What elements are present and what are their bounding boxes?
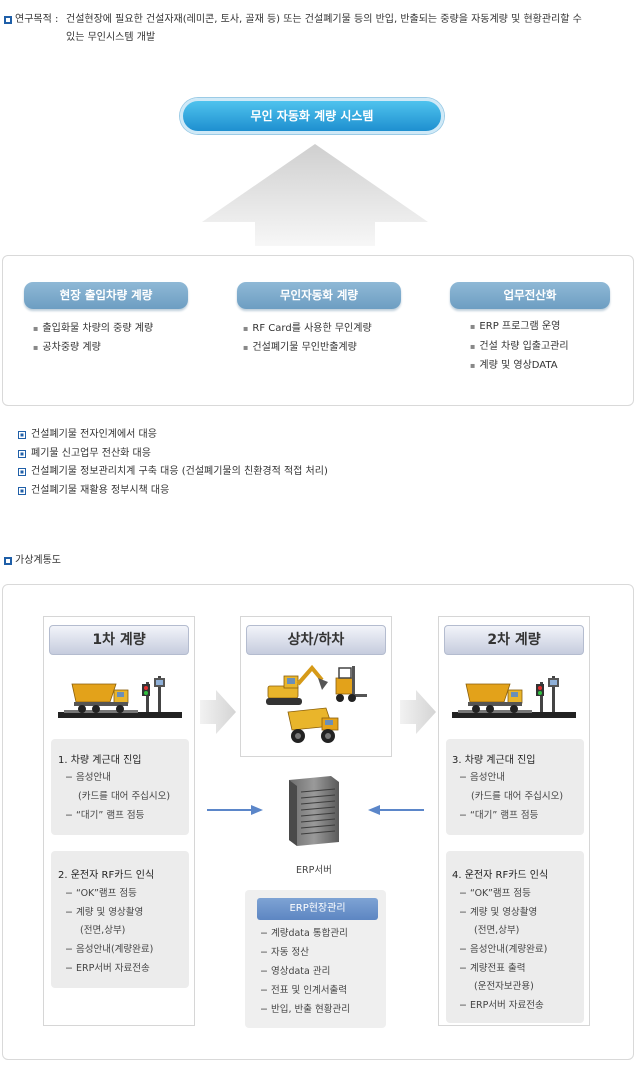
construction-equipment-icon	[266, 664, 367, 743]
response-item: 건설폐기물 전자인계에서 대응	[31, 429, 157, 440]
up-arrow-icon	[202, 144, 428, 246]
step4-item: − “OK”램프 점등	[459, 888, 531, 899]
section-marker-icon	[4, 557, 12, 565]
step4-box	[446, 851, 584, 1023]
category-pill-computerization: 업무전산화	[450, 282, 610, 309]
dump-truck-scale-icon	[58, 676, 182, 718]
category-pill-unmanned: 무인자동화 계량	[237, 282, 401, 309]
step2-title: 2. 운전자 RF카드 인식	[58, 870, 155, 881]
list-bullet-icon	[18, 431, 26, 439]
step4-item: (전면,상부)	[474, 925, 520, 936]
step2-item: − “OK”램프 점등	[65, 888, 137, 899]
erp-item: − 전표 및 인계서출력	[260, 985, 347, 996]
step3-item: − “대기” 램프 점등	[459, 810, 539, 821]
response-item: 건설폐기물 정보관리치계 구축 대응 (건설폐기물의 친환경적 적접 처리)	[31, 466, 328, 477]
category-pill-site-vehicle: 현장 출입차량 계량	[24, 282, 188, 309]
step3-item: − 음성안내	[459, 772, 505, 783]
category-item: ERP 프로그램 운영	[470, 317, 560, 336]
second-weighing-header: 2차 계량	[444, 625, 584, 655]
server-icon	[289, 776, 339, 846]
section2-title: 가상계통도	[15, 555, 61, 566]
step4-item: − ERP서버 자료전송	[459, 1000, 544, 1011]
server-label: ERP서버	[296, 865, 332, 876]
step1-item: − “대기” 램프 점등	[65, 810, 145, 821]
flow-arrow-right-icon	[400, 690, 436, 734]
erp-item: − 영상data 관리	[260, 966, 331, 977]
step2-item: − 음성안내(계량완료)	[65, 944, 154, 955]
purpose-line1: 건설현장에 필요한 건설자재(레미콘, 토사, 골재 등) 또는 건설폐기물 등…	[66, 14, 582, 25]
step1-title: 1. 차량 계근대 진입	[58, 755, 142, 766]
step1-item: (카드를 대어 주십시오)	[78, 791, 171, 802]
step4-item: − 음성안내(계량완료)	[459, 944, 548, 955]
response-item: 건설폐기물 재활용 정부시책 대응	[31, 485, 170, 496]
category-item: 건설폐기물 무인반출계량	[243, 338, 356, 357]
step3-title: 3. 차량 계근대 진입	[452, 755, 536, 766]
step4-item: − 계량전표 출력	[459, 963, 526, 974]
loading-header: 상차/하차	[246, 625, 386, 655]
arrow-to-server-icon	[368, 805, 424, 815]
purpose-line2: 있는 무인시스템 개발	[66, 32, 156, 43]
arrow-to-server-icon	[207, 805, 263, 815]
erp-item: − 계량data 통합관리	[260, 928, 348, 939]
step3-box	[446, 739, 584, 835]
response-item: 폐기물 신고업무 전산화 대응	[31, 448, 151, 459]
erp-management-header: ERP현장관리	[257, 898, 378, 920]
step4-item: − 계량 및 영상촬영	[459, 907, 538, 918]
system-title-pill: 무인 자동화 계량 시스템	[180, 98, 444, 134]
purpose-label: 연구목적 :	[15, 14, 59, 25]
list-bullet-icon	[18, 487, 26, 495]
flow-arrow-right-icon	[200, 690, 236, 734]
first-weighing-header: 1차 계량	[49, 625, 189, 655]
step2-item: − 계량 및 영상촬영	[65, 907, 144, 918]
dump-truck-scale-icon	[452, 676, 576, 718]
list-bullet-icon	[18, 468, 26, 476]
category-item: 출입화물 차량의 중량 계량	[33, 319, 153, 338]
step4-item: (운전자보관용)	[474, 981, 534, 992]
section-marker-icon	[4, 16, 12, 24]
category-item: 건설 차량 입출고관리	[470, 337, 568, 356]
list-bullet-icon	[18, 450, 26, 458]
category-item: RF Card를 사용한 무인계량	[243, 319, 371, 338]
category-item: 계량 및 영상DATA	[470, 356, 557, 375]
step1-item: − 음성안내	[65, 772, 111, 783]
step2-item: (전면,상부)	[80, 925, 126, 936]
step2-item: − ERP서버 자료전송	[65, 963, 150, 974]
erp-item: − 반입, 반출 현황관리	[260, 1004, 350, 1015]
erp-item: − 자동 정산	[260, 947, 309, 958]
step4-title: 4. 운전자 RF카드 인식	[452, 870, 549, 881]
category-item: 공차중량 계량	[33, 338, 100, 357]
step2-box	[51, 851, 189, 988]
step3-item: (카드를 대어 주십시오)	[471, 791, 564, 802]
step1-box	[51, 739, 189, 835]
